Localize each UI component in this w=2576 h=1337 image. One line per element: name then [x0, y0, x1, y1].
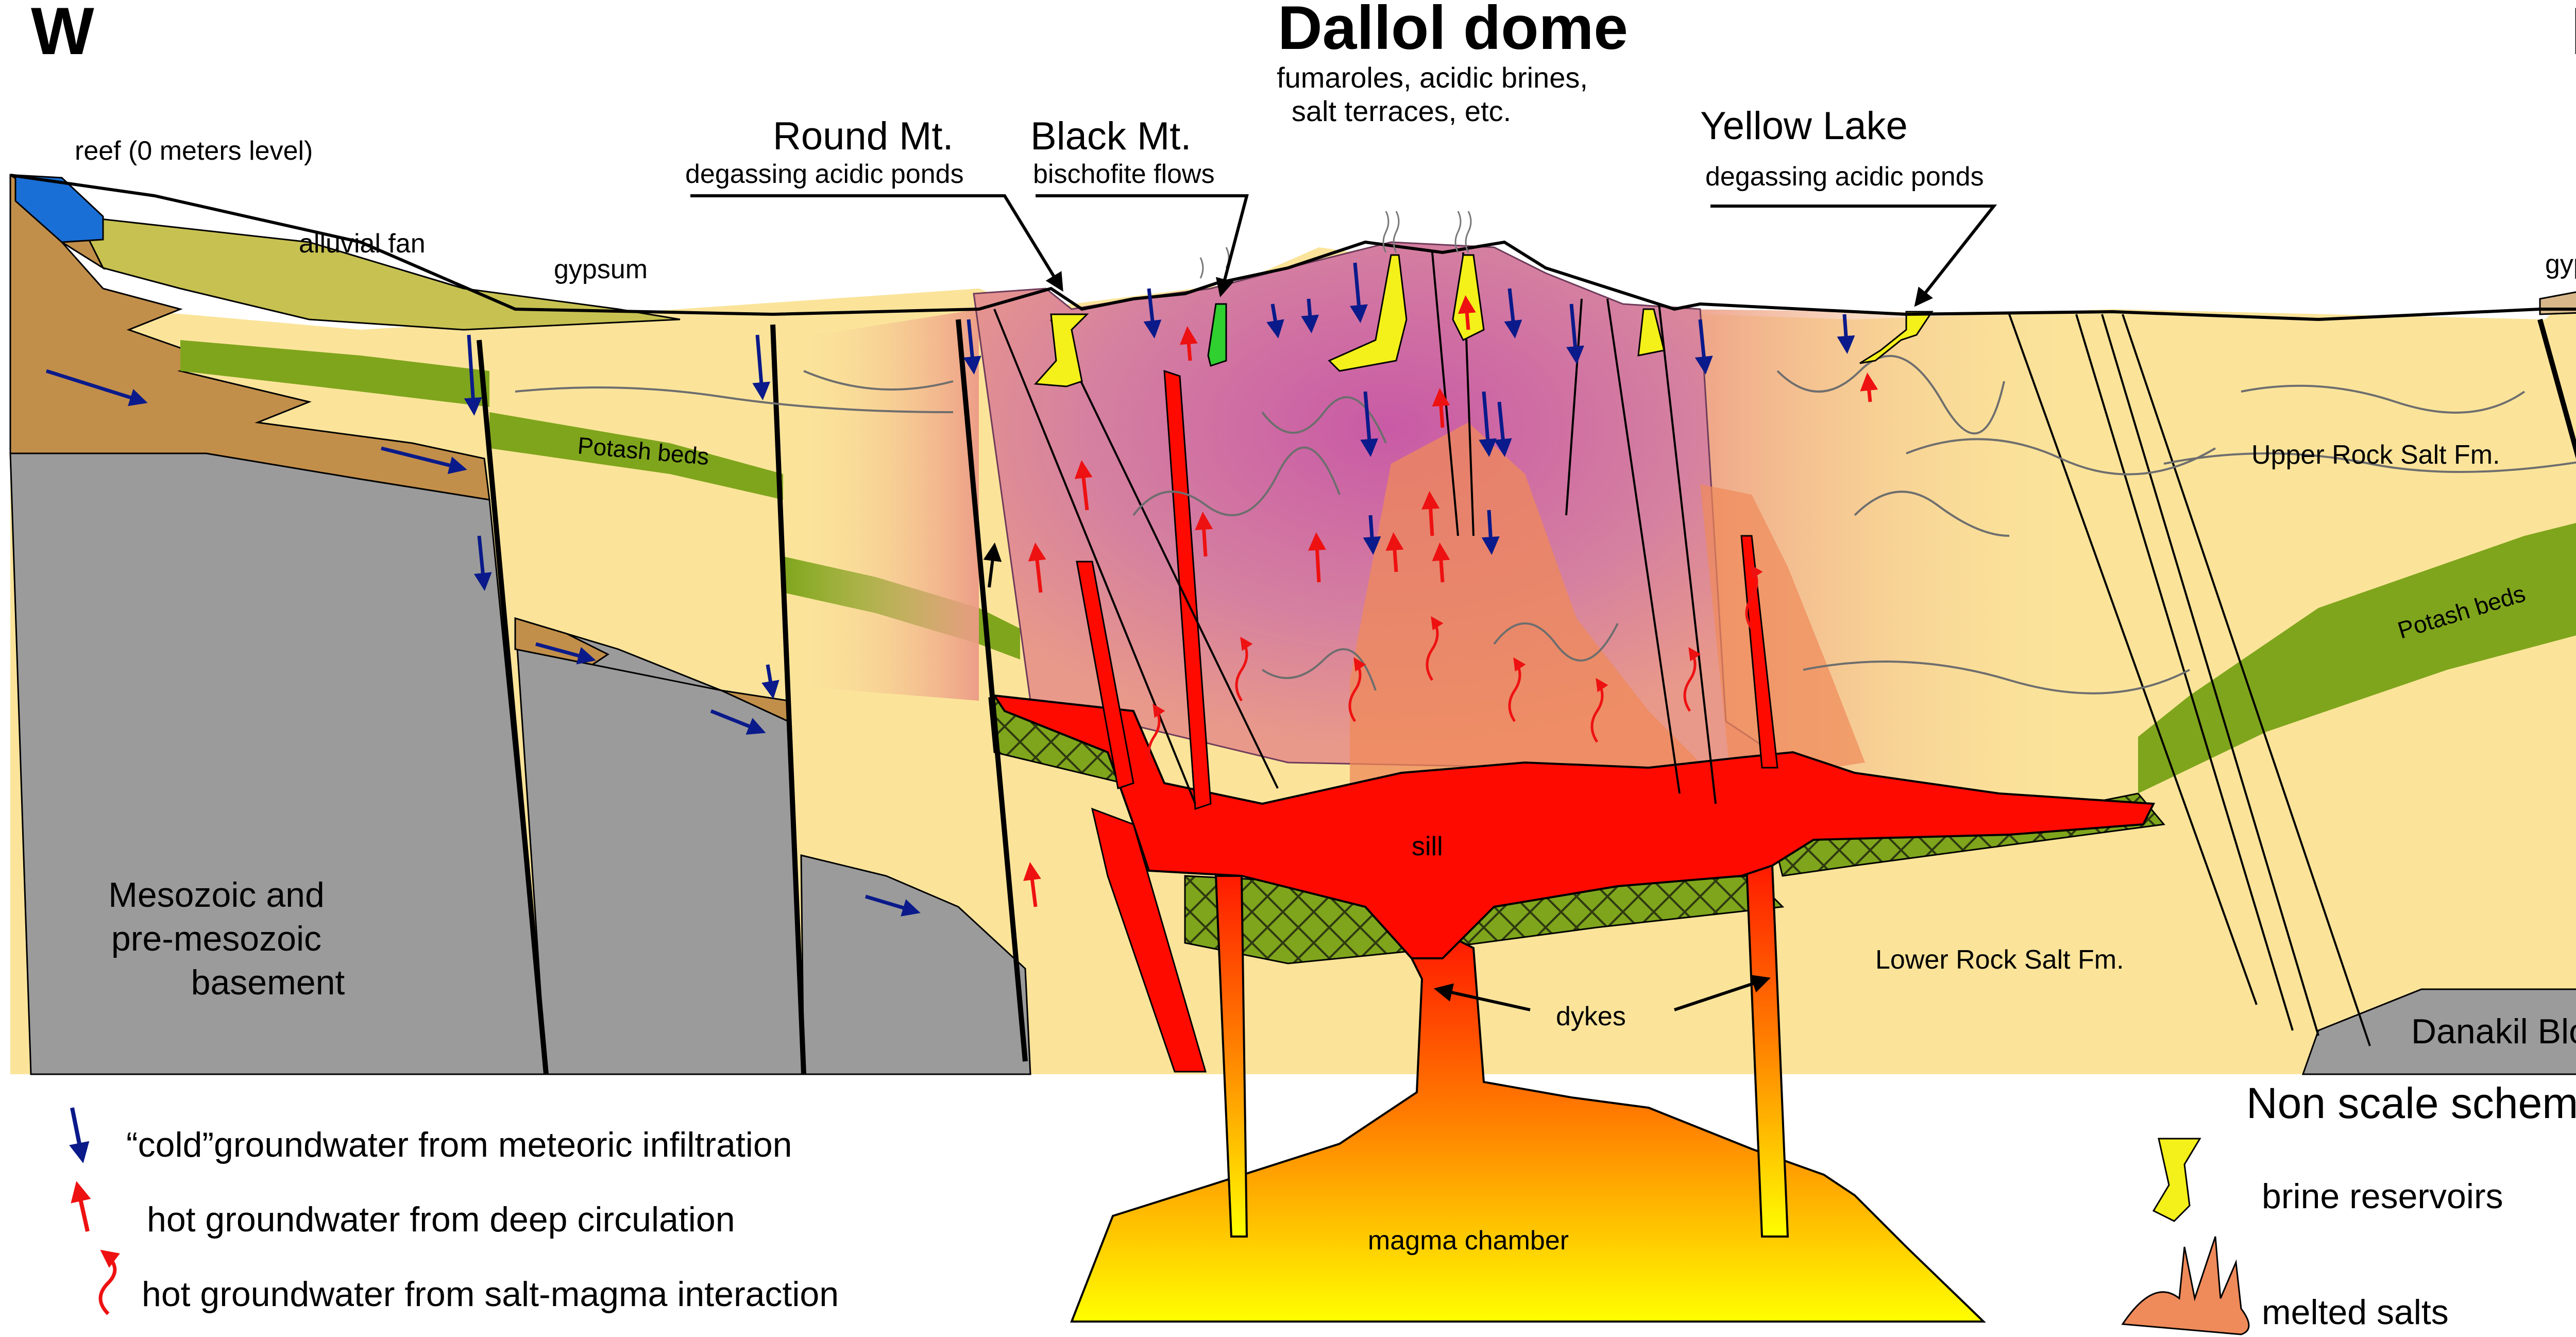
dyke-apophysis-3: [1740, 535, 1778, 769]
black-mt-name: Black Mt.: [1030, 114, 1192, 158]
brine-reservoir-round: [1033, 313, 1089, 387]
legend-hot-arrow: [71, 1181, 91, 1232]
sill: [992, 694, 2156, 959]
lower-salt-label: Lower Rock Salt Fm.: [1875, 945, 2124, 975]
legend: “cold”groundwater from meteoric infiltra…: [69, 1107, 2503, 1335]
yellow-lake-desc: degassing acidic ponds: [1705, 162, 1984, 192]
bischofite-flow: [1207, 303, 1227, 367]
subtitle-line-1: fumaroles, acidic brines,: [1277, 61, 1588, 94]
faults: [477, 252, 2576, 1075]
heated-column: [1350, 422, 1710, 783]
legend-melted-icon: [2121, 1236, 2250, 1335]
callout-lines: [690, 194, 1997, 1011]
dome-alteration: [783, 241, 2112, 804]
east-label: E: [2571, 0, 2576, 69]
magma-system: [992, 369, 2156, 1323]
fault-2: [770, 324, 806, 1075]
basement-line-2: pre-mesozoic: [111, 919, 321, 958]
potash-beds-left: [180, 340, 489, 407]
black-arrow-fault: [983, 542, 1002, 588]
sill-label: sill: [1412, 832, 1443, 861]
brine-reservoir-yellow: [1859, 311, 1934, 364]
legend-hot-salt-text: hot groundwater from salt-magma interact…: [142, 1275, 839, 1314]
gypsum-left-label: gypsum: [554, 255, 648, 284]
dyke-apophysis-2: [1076, 561, 1134, 789]
legend-hot-salt-arrow: [98, 1249, 120, 1315]
dome-fade-left: [783, 309, 979, 701]
labels: W E Dallol dome fumaroles, acidic brines…: [31, 0, 2576, 1256]
flow-lines: [515, 354, 2576, 695]
non-scale-label: Non scale scheme: [2246, 1079, 2576, 1127]
legend-brine-icon: [2152, 1138, 2201, 1222]
west-label: W: [31, 0, 94, 69]
potash-beds-left-2: [489, 412, 783, 500]
danakil-label: Danakil Block: [2411, 1012, 2576, 1051]
upper-salt-label: Upper Rock Salt Fm.: [2251, 440, 2500, 470]
round-mt-desc: degassing acidic ponds: [685, 159, 964, 189]
yellow-lake-name: Yellow Lake: [1700, 104, 1908, 148]
ground-surface: [10, 174, 2576, 321]
round-mt-name: Round Mt.: [773, 114, 954, 158]
fault-3: [956, 319, 1028, 1062]
hot-groundwater-arrows: [1023, 295, 1878, 907]
reef-label: reef (0 meters level): [75, 136, 313, 166]
thin-faults: [993, 252, 2371, 1046]
gypsum-right: [2539, 291, 2576, 315]
subtitle-line-2: salt terraces, etc.: [1292, 95, 1511, 127]
gypsum-right-label: gypsum: [2545, 249, 2576, 279]
alluvial-fan: [76, 215, 681, 331]
legend-hot-deep-text: hot groundwater from deep circulation: [147, 1200, 735, 1239]
brine-reservoir-center-1: [1328, 254, 1408, 372]
magma-chamber: [1070, 936, 1986, 1323]
brine-reservoir-center-3: [1637, 308, 1665, 357]
danakil-block: [2301, 988, 2576, 1075]
fault-1: [477, 340, 549, 1075]
dyke-apophysis-1: [1163, 369, 1212, 810]
basement-line-1: Mesozoic and: [108, 875, 325, 915]
legend-cold-text: “cold”groundwater from meteoric infiltra…: [126, 1125, 792, 1164]
cold-groundwater-arrows: [45, 262, 1855, 917]
dykes-label: dykes: [1556, 1002, 1626, 1031]
legend-cold-arrow: [69, 1107, 90, 1163]
heated-column-right: [1700, 484, 1865, 783]
legend-melted-text: melted salts: [2262, 1293, 2449, 1332]
potash-beds-right: [2138, 523, 2576, 793]
black-mt-desc: bischofite flows: [1033, 159, 1215, 189]
basement-block-1: [9, 452, 547, 1075]
steam-vents: [1199, 211, 1472, 279]
basement-line-3: basement: [191, 963, 345, 1002]
hot-salt-arrows: [1147, 564, 1763, 769]
legend-brine-text: brine reservoirs: [2262, 1177, 2503, 1216]
alluvial-fan-label: alluvial fan: [299, 229, 426, 259]
brine-reservoirs: [1033, 254, 1934, 387]
magma-chamber-label: magma chamber: [1368, 1226, 1569, 1256]
melted-salt-fan: [1091, 807, 1207, 1073]
reef: [14, 174, 104, 243]
page-title: Dallol dome: [1278, 0, 1628, 62]
fault-right: [2537, 318, 2576, 459]
